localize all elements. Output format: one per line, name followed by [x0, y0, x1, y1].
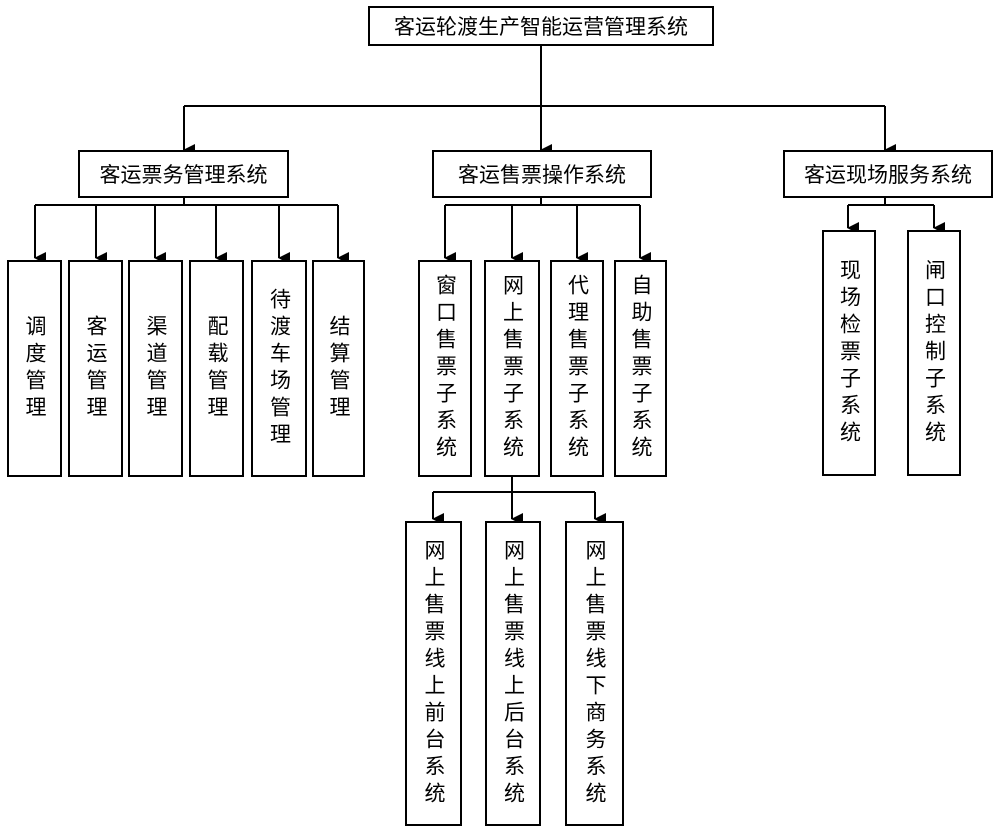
node-label: 结算管理: [327, 314, 351, 423]
node-online-backend: 网上售票线上后台系统: [485, 521, 541, 826]
node-label: 代理售票子系统: [565, 274, 590, 463]
node-label: 客运售票操作系统: [458, 163, 626, 187]
node-window-ticketing: 窗口售票子系统: [418, 260, 472, 477]
node-label: 客运现场服务系统: [804, 163, 972, 187]
root-label: 客运轮渡生产智能运营管理系统: [394, 15, 688, 39]
root-node: 客运轮渡生产智能运营管理系统: [368, 6, 714, 46]
node-online-ticketing: 网上售票子系统: [484, 260, 540, 477]
node-label: 调度管理: [23, 314, 47, 423]
node-online-frontend: 网上售票线上前台系统: [405, 521, 462, 826]
node-label: 现场检票子系统: [837, 258, 862, 448]
node-label: 客运票务管理系统: [99, 163, 268, 187]
node-ticketing-management: 客运票务管理系统: [78, 150, 289, 198]
node-dispatch-management: 调度管理: [7, 260, 62, 477]
node-loading-management: 配载管理: [189, 260, 244, 477]
node-label: 闸口控制子系统: [922, 258, 947, 448]
node-waiting-yard-management: 待渡车场管理: [251, 260, 307, 477]
node-label: 窗口售票子系统: [433, 274, 458, 463]
node-self-service-ticketing: 自助售票子系统: [614, 260, 667, 477]
node-label: 网上售票子系统: [500, 274, 525, 463]
node-channel-management: 渠道管理: [128, 260, 183, 477]
node-agent-ticketing: 代理售票子系统: [550, 260, 604, 477]
node-label: 渠道管理: [144, 314, 168, 423]
node-onsite-service: 客运现场服务系统: [783, 150, 993, 198]
node-label: 客运管理: [84, 314, 108, 423]
node-ticket-sales-operation: 客运售票操作系统: [432, 150, 652, 198]
node-offline-business: 网上售票线下商务系统: [565, 521, 624, 826]
node-label: 配载管理: [205, 314, 229, 423]
node-label: 网上售票线上后台系统: [501, 538, 526, 809]
node-label: 自助售票子系统: [629, 274, 653, 463]
node-label: 待渡车场管理: [267, 287, 292, 450]
node-settlement-management: 结算管理: [312, 260, 365, 477]
node-passenger-management: 客运管理: [68, 260, 123, 477]
node-label: 网上售票线上前台系统: [422, 538, 446, 809]
node-onsite-check: 现场检票子系统: [822, 230, 876, 476]
node-gate-control: 闸口控制子系统: [907, 230, 961, 476]
node-label: 网上售票线下商务系统: [583, 538, 607, 809]
